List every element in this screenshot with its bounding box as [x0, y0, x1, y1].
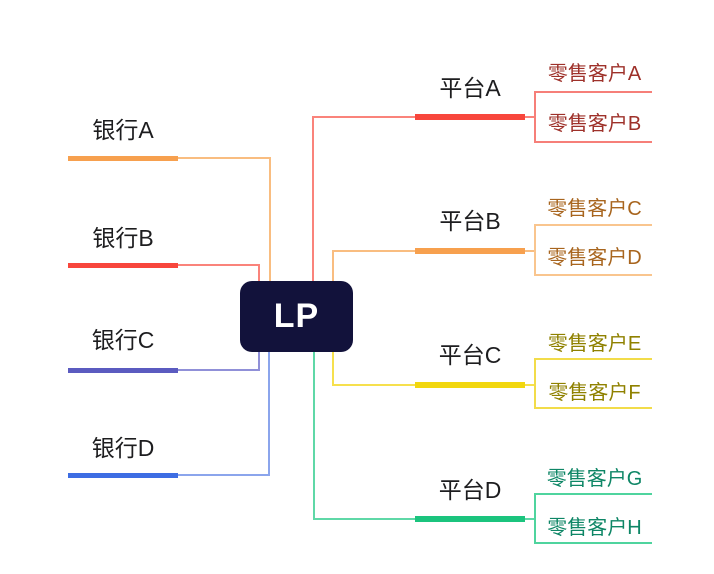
connector-bank-b [178, 264, 260, 282]
topic-platform-b[interactable]: 平台B [439, 208, 501, 234]
connector-bank-c [178, 352, 260, 371]
topic-retail-customer-h[interactable]: 零售客户H [547, 517, 642, 539]
connector-bank-a [178, 157, 271, 282]
root-topic-lp[interactable]: LP [240, 281, 353, 352]
topic-bank-c-underline [68, 368, 178, 373]
connector-platform-a [312, 116, 415, 282]
topic-bank-c[interactable]: 银行C [91, 327, 155, 353]
topic-bank-d[interactable]: 银行D [91, 435, 155, 461]
connector-platform-c [332, 352, 415, 386]
topic-retail-customer-f[interactable]: 零售客户F [548, 382, 641, 404]
bracket-platform-b-children [534, 224, 652, 276]
topic-retail-customer-g[interactable]: 零售客户G [546, 468, 643, 490]
connector-platform-b [332, 250, 415, 282]
topic-platform-a[interactable]: 平台A [439, 75, 501, 101]
topic-bank-a-underline [68, 156, 178, 161]
topic-bank-b[interactable]: 银行B [92, 225, 154, 251]
topic-platform-c-underline [415, 382, 525, 388]
bracket-platform-a-children [534, 91, 652, 143]
topic-bank-b-underline [68, 263, 178, 268]
topic-retail-customer-b[interactable]: 零售客户B [547, 113, 642, 135]
bracket-platform-d-children [534, 493, 652, 544]
topic-platform-d[interactable]: 平台D [438, 477, 502, 503]
topic-retail-customer-e[interactable]: 零售客户E [547, 333, 642, 355]
connector-bank-d [178, 352, 270, 476]
topic-retail-customer-c[interactable]: 零售客户C [547, 198, 642, 220]
topic-retail-customer-d[interactable]: 零售客户D [547, 247, 642, 269]
topic-bank-d-underline [68, 473, 178, 478]
topic-platform-d-underline [415, 516, 525, 522]
topic-platform-a-underline [415, 114, 525, 120]
connector-platform-d [313, 352, 415, 520]
topic-platform-b-underline [415, 248, 525, 254]
bracket-platform-c-children [534, 358, 652, 409]
topic-retail-customer-a[interactable]: 零售客户A [547, 63, 642, 85]
topic-platform-c[interactable]: 平台C [438, 342, 502, 368]
topic-bank-a[interactable]: 银行A [92, 117, 154, 143]
